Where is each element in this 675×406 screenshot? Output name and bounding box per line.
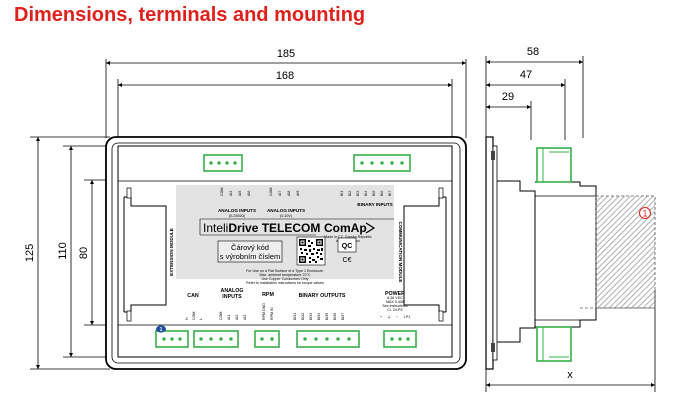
top-terminals <box>203 154 411 172</box>
pin-label: COM <box>192 312 196 320</box>
product-name-text: InteliDrive TELECOM <box>203 221 320 235</box>
power-spec: 8-36 VDC <box>387 296 403 300</box>
pin-label: AI4 <box>229 191 233 196</box>
ground-icon: ⏚ <box>387 314 391 319</box>
pin-label: BO3 <box>309 313 313 320</box>
analog-inputs-1-range: (0-2400Ω) <box>229 214 245 218</box>
pin-label: BI3 <box>356 191 360 196</box>
qc-mark: QC <box>342 243 353 250</box>
pin-label: COM <box>219 312 223 320</box>
pin-label: AI7 <box>278 191 282 196</box>
top-pin-labels: COM AI4 AI5 AI6 COM AI7 AI8 AI9 BI1 BI2 … <box>220 188 392 196</box>
can-label: CAN <box>187 293 199 299</box>
note-line: Use Copper Conductors Only <box>262 277 309 281</box>
note-line: Max. ambient temperature 70°C <box>260 273 311 277</box>
pin-label: AI6 <box>247 191 251 196</box>
analog-inputs-2-label: ANALOG INPUTS <box>267 208 305 213</box>
dimension-width-168: 168 <box>117 70 453 146</box>
power-note-2: Cl. 2/LPS <box>387 308 403 312</box>
pin-label: RPM IN <box>270 307 274 320</box>
pin-label: BO4 <box>317 313 321 320</box>
power-label: POWER <box>385 291 405 297</box>
bottom-pin-labels: H COM L COM AI1 AI2 AI3 RPM GND RPM IN B… <box>185 303 410 320</box>
binary-inputs-label: BINARY INPUTS <box>357 202 392 207</box>
pin-label: BI1 <box>340 191 344 196</box>
binary-outputs-label: BINARY OUTPUTS <box>299 293 346 299</box>
dim-x-label: x <box>567 369 573 381</box>
side-dimension-47: 47 <box>486 69 566 140</box>
pin-label: AI9 <box>296 191 300 196</box>
callout-badge-icon: 1 <box>639 207 651 219</box>
svg-text:1: 1 <box>160 327 163 333</box>
dim-47-label: 47 <box>520 69 532 81</box>
side-dimension-58: 58 <box>485 46 584 138</box>
pin-label: BI4 <box>364 191 368 196</box>
blue-badge-icon: 1 <box>156 325 166 333</box>
barcode-box: Čárový kód s výrobním číslem <box>217 240 283 263</box>
pin-label: BO7 <box>341 313 345 320</box>
power-max: MAX 0.40A <box>386 300 405 304</box>
comap-logo-text: ComAp <box>324 221 367 235</box>
top-group-labels: ANALOG INPUTS (0-2400Ω) ANALOG INPUTS (0… <box>218 202 393 218</box>
pin-label: BO2 <box>301 313 305 320</box>
enclosure-note: For Use on a Flat Surface of a Type 1 En… <box>246 269 324 285</box>
note-line: Refer to installation instructions for t… <box>246 281 324 285</box>
note-line: For Use on a Flat Surface of a Type 1 En… <box>246 269 324 273</box>
dimension-height-110: 110 <box>57 145 121 358</box>
analog-label: ANALOG <box>221 288 244 294</box>
barcode-line-1: Čárový kód <box>231 243 269 252</box>
pin-label: BI7 <box>388 191 392 196</box>
dim-110-label: 110 <box>57 242 69 260</box>
dim-80-label: 80 <box>78 247 90 259</box>
pin-label: BO5 <box>325 313 329 320</box>
analog-inputs-2-range: (0-10V) <box>280 214 292 218</box>
dim-125-label: 125 <box>24 244 36 262</box>
pin-label: BI6 <box>380 191 384 196</box>
logo-sub: Made in CZ, ComAp Republic <box>324 235 372 239</box>
front-view: EXTENSION MODULE COMMUNICATION MODULE <box>105 136 467 370</box>
svg-text:1: 1 <box>642 209 647 219</box>
dimension-height-80: 80 <box>78 179 122 326</box>
power-note: See instructions <box>382 304 408 308</box>
qr-code-icon <box>296 236 326 266</box>
bottom-group-labels: CAN ANALOG INPUTS RPM BINARY OUTPUTS POW… <box>187 288 408 312</box>
dim-185-label: 185 <box>277 48 295 60</box>
pin-label: COM <box>269 188 273 196</box>
rpm-label: RPM <box>262 292 274 298</box>
dim-168-label: 168 <box>276 70 294 82</box>
analog-inputs-1-label: ANALOG INPUTS <box>218 208 256 213</box>
pin-label: AI3 <box>243 315 247 320</box>
pin-label: RPM GND <box>262 303 266 320</box>
side-view <box>485 136 656 370</box>
pin-label: AI8 <box>287 191 291 196</box>
pin-label: BO6 <box>333 313 337 320</box>
barcode-line-2: s výrobním číslem <box>220 252 280 261</box>
dim-58-label: 58 <box>527 46 539 58</box>
pin-label: BO1 <box>293 313 297 320</box>
pin-label: LP1 <box>404 315 410 319</box>
pin-label: AI1 <box>227 315 231 320</box>
pin-label: COM <box>220 188 224 196</box>
pin-label: AI2 <box>235 315 239 320</box>
dimension-height-125: 125 <box>24 136 110 370</box>
extension-module-label: EXTENSION MODULE <box>169 228 174 276</box>
pin-label: H <box>185 317 189 320</box>
inputs-label: INPUTS <box>222 294 242 300</box>
pin-label: AI5 <box>238 191 242 196</box>
bottom-terminals <box>155 330 417 348</box>
pin-label: L <box>199 318 203 320</box>
comap-logo-icon <box>365 222 376 234</box>
side-dimension-29: 29 <box>486 91 532 140</box>
pin-label: − <box>396 315 398 319</box>
ce-mark-icon: C€ <box>343 257 352 264</box>
pin-label: BI5 <box>372 191 376 196</box>
communication-module-label: COMMUNICATION MODULE <box>398 222 403 283</box>
qc-ce-box: QC C€ <box>337 237 357 264</box>
pin-label: BI2 <box>348 191 352 196</box>
dim-29-label: 29 <box>502 91 514 103</box>
dimension-width-185: 185 <box>105 48 467 138</box>
page-title: Dimensions, terminals and mounting <box>14 4 366 26</box>
pin-label: + <box>380 315 382 319</box>
